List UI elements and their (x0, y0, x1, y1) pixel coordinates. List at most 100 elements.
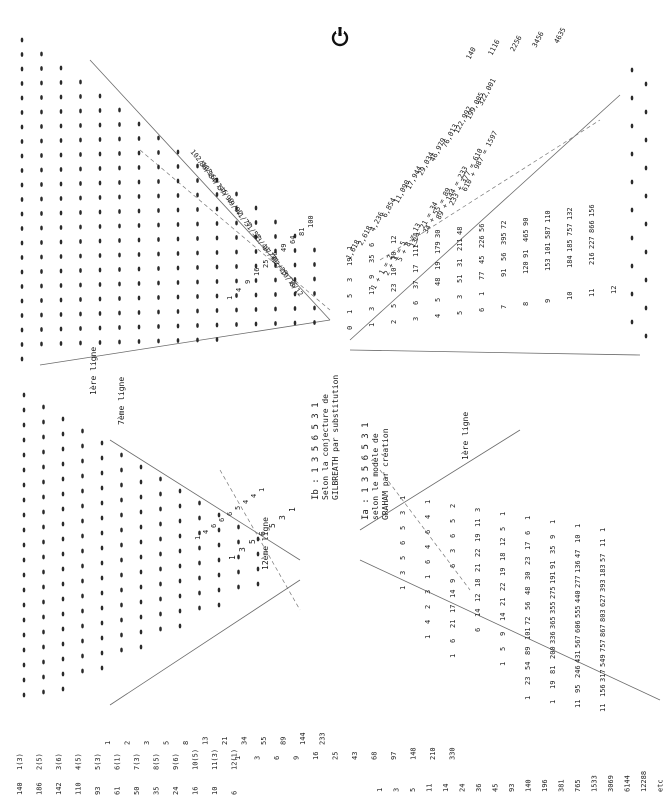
lower-left-dot (22, 467, 26, 473)
right-edge-dot (630, 179, 634, 185)
upper-left-dot (79, 282, 82, 288)
upper-left-dot (254, 278, 258, 283)
lower-right-value: 3 (399, 571, 407, 575)
lower-right-value: 101 (524, 627, 532, 640)
upper-left-dot (176, 294, 180, 300)
lower-left-dot (139, 479, 143, 485)
upper-left-dot (137, 121, 141, 127)
strip-fib: 233 (319, 732, 327, 745)
lower-left-dot (22, 392, 26, 398)
lower-right-value: 1 (599, 528, 607, 532)
upper-left-dot (176, 193, 180, 198)
lower-right-value: 200 (549, 646, 557, 659)
lower-left-dot (178, 608, 182, 614)
upper-left-dot (215, 221, 219, 226)
upper-left-dot (20, 211, 24, 217)
lower-left-dot (22, 677, 26, 683)
upper-left-dot (157, 135, 160, 141)
upper-left-dot (157, 193, 160, 199)
lower-left-dot (81, 653, 84, 659)
right-edge-dot (630, 291, 634, 297)
lower-left-dot (198, 605, 201, 611)
upper-left-dot (137, 339, 141, 344)
upper-left-dot (40, 124, 43, 129)
strip-value: 93 (94, 787, 102, 795)
lower-left-dot (139, 644, 143, 650)
strip-sum: 1 (234, 756, 242, 760)
upper-right-value: 3 (346, 278, 354, 282)
right-edge-dot (630, 151, 634, 157)
lower-right-value: 6 (399, 541, 407, 545)
upper-center-value: 4 (235, 288, 243, 292)
strip-value: 24 (172, 787, 180, 795)
lower-left-dot (217, 542, 221, 548)
top-number: 4635 (553, 26, 568, 45)
upper-left-dot (137, 208, 141, 214)
svg-text:1ère ligne: 1ère ligne (460, 412, 470, 460)
lower-left-dot (22, 662, 26, 668)
lower-right-value: 317 (599, 669, 607, 682)
lower-left-dot (42, 539, 45, 545)
lower-left-dot (22, 452, 26, 458)
strip-fib: 144 (299, 732, 307, 745)
upper-left-dot (157, 309, 160, 315)
upper-left-dot (20, 124, 24, 130)
upper-left-dot (196, 308, 199, 314)
lower-right-value: 72 (524, 617, 532, 625)
right-edge-dot (630, 95, 634, 101)
lower-right-value: 3 (474, 508, 482, 512)
upper-left-dot (118, 165, 121, 171)
upper-left-dot (235, 322, 238, 327)
lower-left-dot (120, 482, 123, 488)
upper-left-dot (274, 219, 277, 225)
upper-left-dot (235, 264, 238, 269)
lower-left-dot (22, 602, 26, 608)
upper-left-dot (40, 225, 43, 231)
lower-left-dot (198, 560, 201, 566)
lower-left-dot (159, 476, 162, 482)
right-edge-dot (644, 333, 648, 339)
lower-left-dot (159, 521, 162, 527)
upper-left-dot (40, 51, 43, 57)
lower-right-value: 17 (449, 605, 457, 613)
lower-left-dot (178, 548, 182, 554)
lower-left-dot (139, 599, 143, 605)
lower-right-value: 95 (574, 685, 582, 693)
strip-sequence: 6144 (624, 775, 632, 792)
upper-right-value: 587 (544, 226, 552, 239)
lower-left-dot (100, 635, 104, 641)
lower-right-value: 393 (599, 579, 607, 592)
strip-sequence: 196 (541, 779, 549, 792)
lower-right-value: 23 (524, 557, 532, 565)
upper-left-dot (137, 165, 141, 170)
upper-right-value: 48 (456, 227, 464, 235)
upper-left-dot (118, 223, 121, 229)
upper-left-dot (98, 137, 102, 142)
upper-left-dot (118, 267, 121, 272)
lower-left-dot (42, 419, 45, 425)
lower-left-dot (217, 572, 221, 578)
strip-value: 16 (192, 787, 200, 795)
lower-left-dot (198, 515, 201, 521)
upper-left-dot (118, 310, 121, 316)
upper-right-value: 12 (610, 286, 618, 294)
upper-left-dot (137, 179, 141, 185)
pyramid-value: 1 (288, 507, 297, 512)
upper-right-value: 226 (478, 235, 486, 248)
lower-left-dot (139, 524, 143, 530)
upper-left-dot (118, 238, 121, 243)
lower-right-value: 19 (549, 681, 557, 689)
upper-right-value: 51 (456, 275, 464, 283)
upper-left-dot (157, 266, 160, 271)
strip-value: 186 (36, 782, 44, 795)
strip-index: 4(5) (75, 753, 83, 770)
lower-left-dot (120, 527, 123, 533)
lower-right-value: 803 (599, 609, 607, 622)
lower-right-value: 156 (599, 684, 607, 697)
strip-sum: 68 (371, 752, 379, 760)
lower-right-value: 6 (524, 531, 532, 535)
strip-index: 10(5) (192, 749, 200, 770)
lower-left-dot (61, 626, 65, 632)
upper-left-dot (137, 295, 141, 301)
